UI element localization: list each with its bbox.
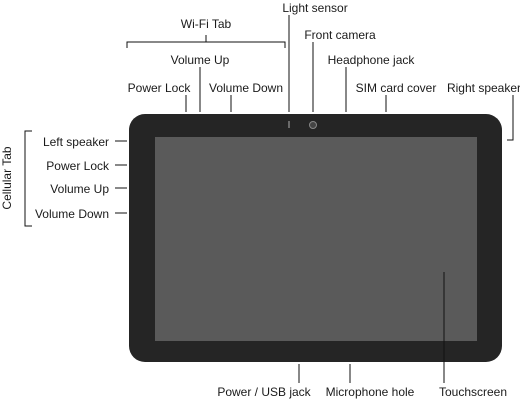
touchscreen-area	[155, 137, 477, 341]
touchscreen-label: Touchscreen	[438, 385, 508, 399]
volume-up-side-label: Volume Up	[50, 182, 109, 196]
volume-down-side-label: Volume Down	[34, 207, 109, 221]
power-lock-top-label: Power Lock	[127, 81, 191, 95]
left-speaker-label: Left speaker	[42, 135, 109, 149]
sim-card-cover-label: SIM card cover	[355, 81, 437, 95]
light-sensor-dot	[288, 121, 290, 128]
power-usb-jack-label: Power / USB jack	[217, 385, 311, 399]
wifi-tab-label: Wi-Fi Tab	[180, 17, 232, 31]
front-camera-label: Front camera	[304, 28, 376, 42]
headphone-jack-label: Headphone jack	[327, 53, 415, 67]
cellular-tab-label: Cellular Tab	[0, 146, 14, 210]
microphone-hole-label: Microphone hole	[325, 385, 415, 399]
front-camera-lens	[309, 121, 317, 129]
wifi-tab-bracket	[126, 35, 286, 48]
cellular-tab-bracket	[24, 130, 32, 227]
power-lock-side-label: Power Lock	[46, 159, 109, 173]
right-speaker-label: Right speaker	[446, 81, 520, 95]
volume-down-top-label: Volume Down	[208, 81, 284, 95]
light-sensor-label: Light sensor	[282, 1, 348, 15]
right-speaker-line	[507, 95, 514, 141]
volume-up-top-label: Volume Up	[170, 53, 230, 67]
